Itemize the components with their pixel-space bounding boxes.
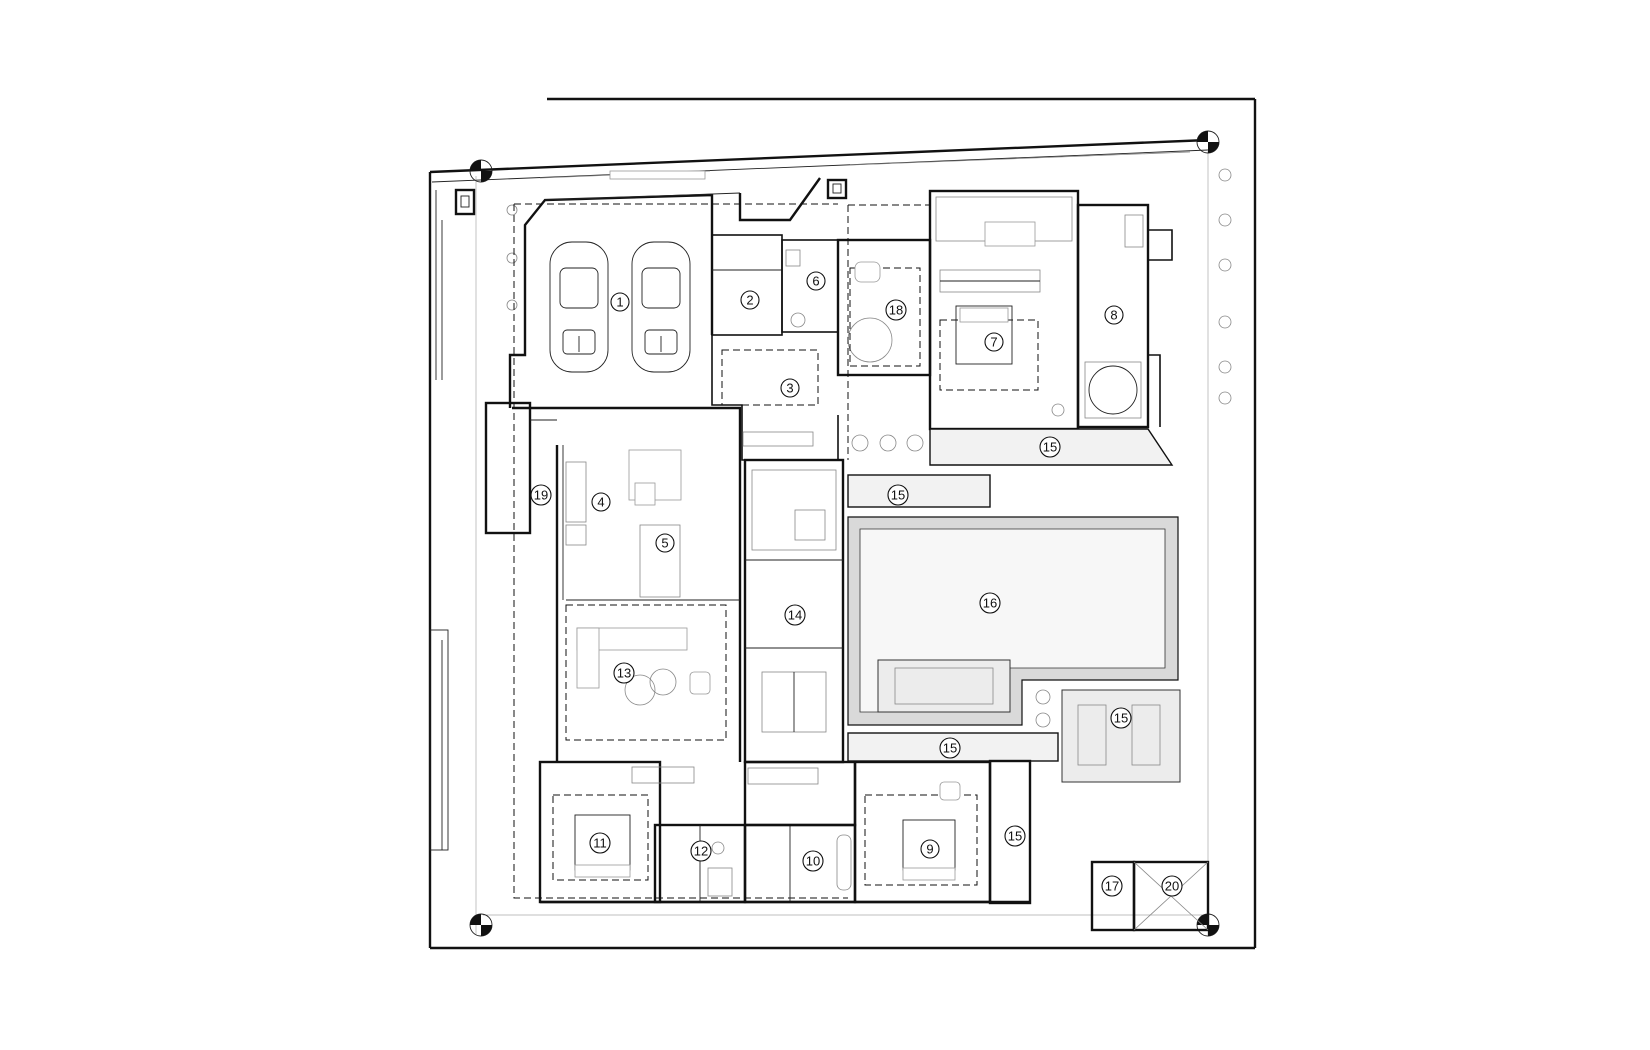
tree-row-east bbox=[1218, 168, 1232, 405]
tag-room-15-south-deck: 15 bbox=[939, 737, 961, 759]
room-19-walls bbox=[484, 401, 557, 535]
svg-text:8: 8 bbox=[1110, 308, 1117, 323]
room-18-walls bbox=[836, 238, 932, 377]
room-12-walls bbox=[653, 823, 747, 904]
svg-text:3: 3 bbox=[786, 381, 793, 396]
main-living-volume bbox=[512, 406, 742, 762]
svg-text:9: 9 bbox=[926, 842, 933, 857]
tag-room-15-east-deck: 15 bbox=[1004, 825, 1026, 847]
tag-room-15-lounge: 15 bbox=[1110, 707, 1132, 729]
tag-room-3: 3 bbox=[780, 378, 800, 398]
tag-room-9: 9 bbox=[920, 839, 940, 859]
room-7-walls bbox=[928, 189, 1080, 431]
svg-text:11: 11 bbox=[593, 836, 607, 851]
svg-text:6: 6 bbox=[812, 274, 819, 289]
pool bbox=[847, 516, 1179, 726]
svg-text:13: 13 bbox=[617, 666, 631, 681]
svg-text:19: 19 bbox=[534, 488, 548, 503]
svg-text:4: 4 bbox=[597, 495, 604, 510]
svg-text:7: 7 bbox=[990, 335, 997, 350]
car-left bbox=[549, 241, 609, 373]
building-footprint bbox=[513, 203, 1148, 899]
room-10-walls bbox=[743, 823, 857, 904]
lounge-area bbox=[1061, 689, 1181, 783]
west-side-path bbox=[429, 190, 449, 851]
svg-text:2: 2 bbox=[746, 293, 753, 308]
tag-room-11: 11 bbox=[589, 832, 611, 854]
tag-room-7: 7 bbox=[984, 332, 1004, 352]
room-8-walls bbox=[1076, 203, 1173, 429]
tag-room-13: 13 bbox=[613, 662, 635, 684]
tag-room-16: 16 bbox=[979, 592, 1001, 614]
shrubs bbox=[851, 434, 1051, 728]
tag-room-4: 4 bbox=[591, 492, 611, 512]
corner-marker-ne bbox=[1196, 130, 1220, 154]
svg-text:20: 20 bbox=[1165, 879, 1179, 894]
tag-room-1: 1 bbox=[610, 292, 630, 312]
tag-room-6: 6 bbox=[806, 271, 826, 291]
tag-room-2: 2 bbox=[740, 290, 760, 310]
corridor-south bbox=[743, 760, 857, 827]
tag-room-20: 20 bbox=[1161, 875, 1183, 897]
room-11-walls bbox=[538, 760, 695, 904]
corner-marker-sw bbox=[469, 913, 493, 937]
svg-text:5: 5 bbox=[661, 536, 668, 551]
tag-room-5: 5 bbox=[655, 533, 675, 553]
deck-mid-north bbox=[847, 474, 991, 508]
tag-room-14: 14 bbox=[784, 604, 806, 626]
svg-text:15: 15 bbox=[1114, 711, 1128, 726]
car-right bbox=[631, 241, 691, 373]
room-9-walls bbox=[853, 760, 992, 904]
tag-room-10: 10 bbox=[802, 850, 824, 872]
gate-post-east bbox=[826, 178, 848, 200]
svg-text:15: 15 bbox=[1043, 440, 1057, 455]
svg-text:15: 15 bbox=[891, 488, 905, 503]
svg-text:15: 15 bbox=[1008, 829, 1022, 844]
tag-room-15-master-deck: 15 bbox=[1039, 436, 1061, 458]
svg-text:17: 17 bbox=[1105, 879, 1119, 894]
site-boundary bbox=[428, 97, 1257, 950]
room-3-walls bbox=[711, 335, 839, 461]
tag-room-12: 12 bbox=[690, 840, 712, 862]
street-strip bbox=[539, 151, 1191, 180]
tag-room-18: 18 bbox=[885, 299, 907, 321]
svg-text:10: 10 bbox=[806, 854, 820, 869]
tree-row-west bbox=[506, 204, 518, 311]
corner-marker-nw bbox=[469, 159, 493, 183]
tag-room-15-mid-deck: 15 bbox=[887, 484, 909, 506]
svg-text:18: 18 bbox=[889, 303, 903, 318]
gate-post-west bbox=[454, 188, 476, 216]
tag-room-17: 17 bbox=[1101, 875, 1123, 897]
tag-room-19: 19 bbox=[530, 484, 552, 506]
tag-room-8: 8 bbox=[1104, 305, 1124, 325]
svg-text:15: 15 bbox=[943, 741, 957, 756]
garage bbox=[508, 177, 821, 408]
svg-text:1: 1 bbox=[616, 295, 623, 310]
svg-text:12: 12 bbox=[694, 844, 708, 859]
svg-text:16: 16 bbox=[983, 596, 997, 611]
room-2-walls bbox=[711, 234, 783, 336]
svg-text:14: 14 bbox=[788, 608, 802, 623]
